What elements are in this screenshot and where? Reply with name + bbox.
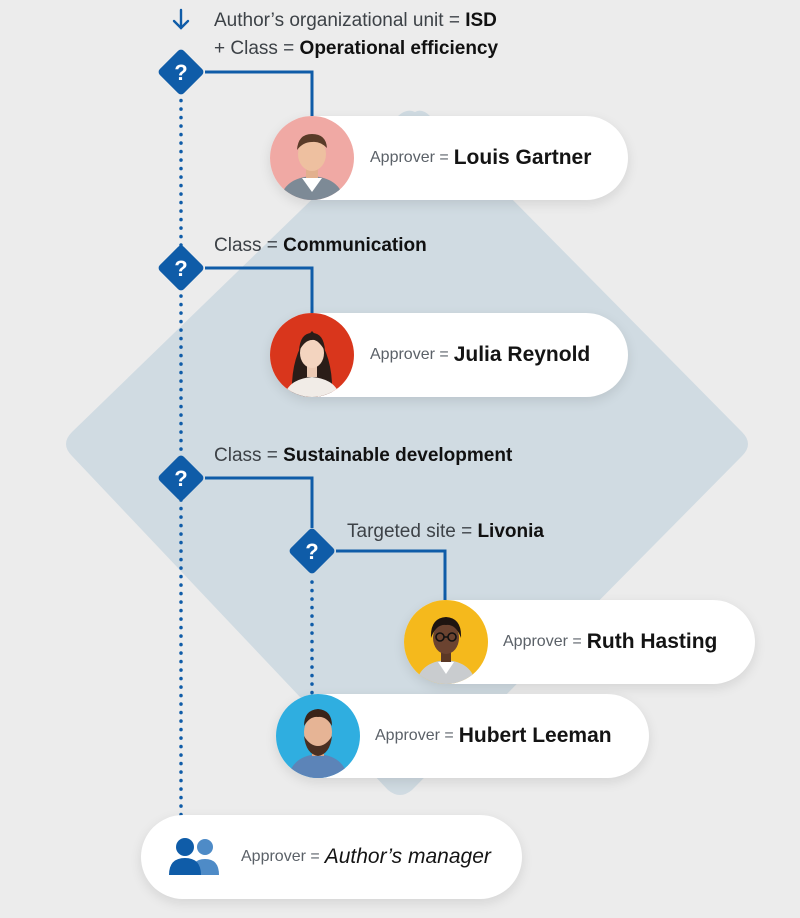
question-mark-icon: ? bbox=[174, 256, 187, 281]
approver-name: Louis Gartner bbox=[453, 146, 592, 169]
condition-targeted-site: Targeted site = Livonia bbox=[347, 521, 544, 542]
arrow-down-icon bbox=[172, 8, 190, 30]
condition-org-unit: Author’s organizational unit = ISD bbox=[214, 10, 497, 31]
approver-card-louis-gartner: Approver = Louis Gartner bbox=[270, 116, 628, 200]
approver-label: Approver = bbox=[375, 727, 454, 744]
branch-connector-1 bbox=[205, 70, 314, 118]
branch-connector-4 bbox=[336, 549, 447, 600]
approver-card-julia-reynold: Approver = Julia Reynold bbox=[270, 313, 628, 397]
approver-name: Ruth Hasting bbox=[586, 630, 718, 653]
avatar bbox=[270, 313, 354, 397]
avatar bbox=[404, 600, 488, 684]
condition-class-operational: + Class = Operational efficiency bbox=[214, 38, 499, 59]
condition-class-sustainable: Class = Sustainable development bbox=[214, 445, 513, 466]
branch-connector-2 bbox=[205, 266, 314, 315]
branch-connector-3 bbox=[205, 476, 314, 528]
condition-class-communication: Class = Communication bbox=[214, 235, 427, 256]
users-icon bbox=[165, 835, 225, 879]
avatar bbox=[276, 694, 360, 778]
approver-label: Approver = bbox=[241, 848, 320, 865]
question-mark-icon: ? bbox=[174, 60, 187, 85]
approver-name: Hubert Leeman bbox=[458, 724, 612, 747]
decision-node-3: ? bbox=[158, 455, 204, 501]
approver-card-ruth-hasting: Approver = Ruth Hasting bbox=[404, 600, 755, 684]
approver-label: Approver = bbox=[370, 346, 449, 363]
approver-card-authors-manager: Approver = Author’s manager bbox=[141, 815, 522, 899]
approver-label: Approver = bbox=[370, 149, 449, 166]
approver-name: Author’s manager bbox=[324, 845, 491, 868]
decision-node-1: ? bbox=[158, 49, 204, 95]
avatar bbox=[270, 116, 354, 200]
question-mark-icon: ? bbox=[305, 539, 318, 564]
question-mark-icon: ? bbox=[174, 466, 187, 491]
backdrop-diamond bbox=[66, 110, 748, 795]
approver-card-hubert-leeman: Approver = Hubert Leeman bbox=[276, 694, 649, 778]
decision-node-2: ? bbox=[158, 245, 204, 291]
decision-node-4: ? bbox=[289, 528, 335, 574]
approver-label: Approver = bbox=[503, 633, 582, 650]
approver-name: Julia Reynold bbox=[453, 343, 591, 366]
